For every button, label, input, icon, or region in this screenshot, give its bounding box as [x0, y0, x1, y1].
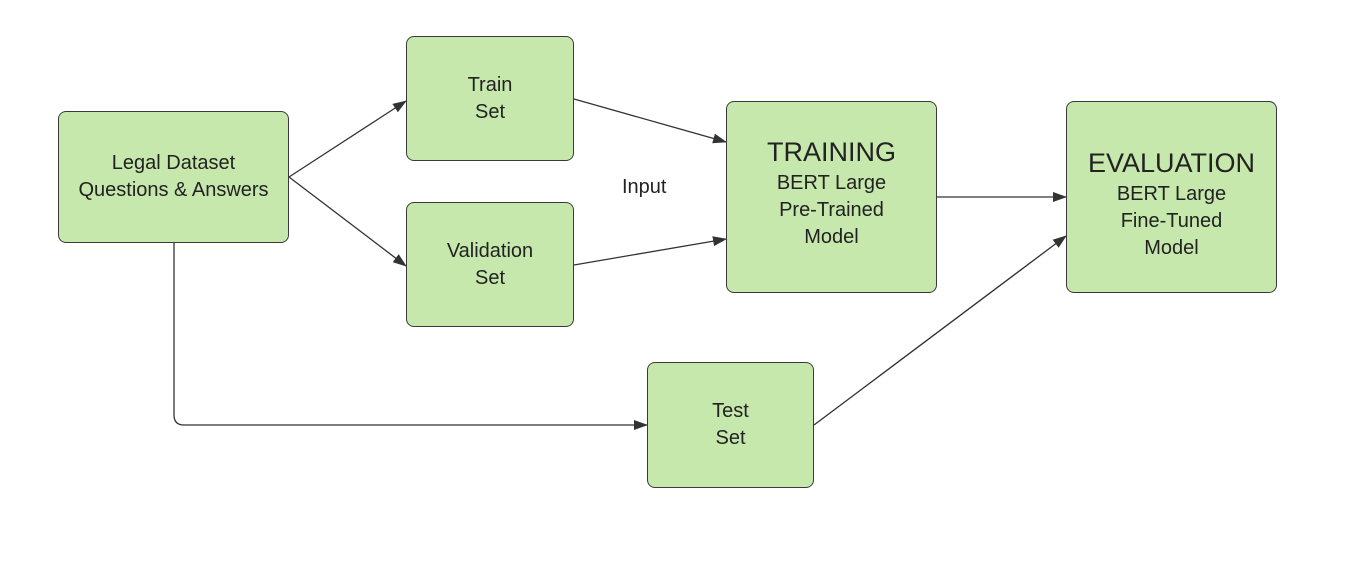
evaluation-node: EVALUATION BERT Large Fine-Tuned Model: [1066, 101, 1277, 293]
edge-train-to-training: [573, 98, 727, 144]
validation-set-line2: Set: [474, 266, 506, 289]
training-node: TRAINING BERT Large Pre-Trained Model: [726, 101, 937, 293]
edge-legal-to-train: [288, 100, 407, 178]
legal-dataset-line1: Legal Dataset: [111, 152, 236, 174]
training-heading: TRAINING: [766, 137, 896, 167]
test-set-line2: Set: [715, 427, 746, 449]
train-set-line1: Train: [467, 73, 513, 96]
train-set-node: Train Set: [406, 36, 574, 161]
test-set-node: Test Set: [647, 362, 814, 488]
validation-set-line1: Validation: [446, 239, 534, 262]
evaluation-line3: Model: [1144, 237, 1199, 259]
legal-dataset-node: Legal Dataset Questions & Answers: [58, 111, 289, 243]
evaluation-line1: BERT Large: [1116, 183, 1227, 205]
evaluation-line2: Fine-Tuned: [1120, 210, 1223, 232]
training-line3: Model: [804, 226, 859, 248]
training-line1: BERT Large: [776, 172, 887, 194]
edge-legal-to-validation: [288, 176, 407, 267]
edge-validation-to-training: [573, 236, 727, 266]
edge-legal-to-test: [173, 243, 648, 430]
test-set-line1: Test: [712, 400, 749, 422]
edge-test-to-evaluation: [813, 235, 1067, 426]
training-line2: Pre-Trained: [779, 199, 884, 221]
train-set-line2: Set: [474, 100, 506, 123]
evaluation-heading: EVALUATION: [1087, 148, 1256, 178]
legal-dataset-line2: Questions & Answers: [78, 179, 269, 201]
input-edge-label: Input: [622, 176, 667, 198]
validation-set-node: Validation Set: [406, 202, 574, 327]
